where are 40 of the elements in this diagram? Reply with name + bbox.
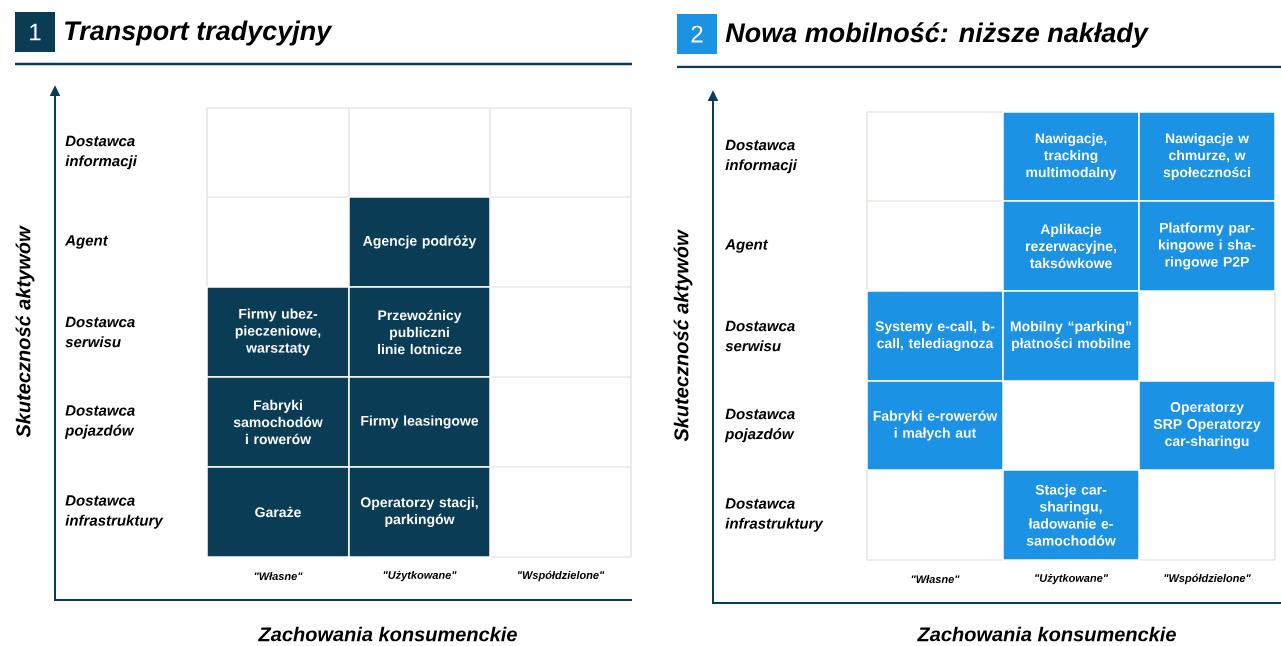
- axis-title: Zachowania konsumenckie: [258, 626, 517, 642]
- row-label: Dostawca informacji: [65, 135, 138, 170]
- axis-title: Skuteczność aktywów: [15, 225, 35, 438]
- matrix-cell: Mobilny “parking” płatności mobilne: [1002, 290, 1140, 382]
- matrix-cell: Platformy par- kingowe i sha- ringowe P2P: [1138, 200, 1276, 292]
- matrix-cell: Operatorzy SRP Operatorzy car-sharingu: [1138, 380, 1276, 471]
- matrix-cell: Fabryki samochodów i rowerów: [206, 376, 350, 468]
- row-label: Agent: [64, 235, 109, 249]
- column-label: "Użytkowane": [1035, 573, 1109, 585]
- matrix-cell: Operatorzy stacji, parkingów: [348, 466, 491, 558]
- matrix-cell: Aplikacje rezerwacyjne, taksówkowe: [1002, 200, 1140, 292]
- matrix-cell: Garaże: [206, 466, 350, 558]
- number-badge: 1: [15, 12, 55, 52]
- row-label: Dostawca infrastruktury: [65, 495, 164, 529]
- matrix-cell: Systemy e-call, b-call, telediagnoza: [866, 290, 1004, 382]
- row-label: Dostawca serwisu: [65, 316, 135, 348]
- number-badge: 2: [677, 14, 717, 54]
- matrix-cell: Firmy ubez- pieczeniowe, warsztaty: [206, 286, 350, 378]
- column-label: "Własne": [911, 574, 960, 584]
- row-label: Dostawca informacji: [725, 139, 798, 174]
- matrix-cell: Fabryki e-rowerów i małych aut: [866, 380, 1004, 471]
- panel-title: Nowa mobilność: niższe nakłady: [725, 22, 1149, 48]
- matrix-cell: Agencje podróży: [348, 196, 491, 288]
- column-label: "Współdzielone": [517, 570, 605, 582]
- column-label: "Współdzielone": [1164, 573, 1251, 585]
- column-label: "Własne": [254, 571, 303, 581]
- row-label: Dostawca infrastruktury: [725, 498, 824, 532]
- matrix-cell: Nawigacje, tracking multimodalny: [1002, 111, 1140, 202]
- row-label: Dostawca pojazdów: [724, 408, 795, 443]
- axis-title: Zachowania konsumenckie: [917, 626, 1176, 642]
- matrix-cell: Przewoźnicy publiczni linie lotnicze: [348, 286, 491, 378]
- matrix-cell: Nawigacje w chmurze, w społeczności: [1138, 111, 1276, 202]
- column-label: "Użytkowane": [383, 570, 457, 582]
- matrix-cell: Firmy leasingowe: [348, 376, 491, 468]
- axis-title: Skuteczność aktywów: [673, 229, 693, 442]
- row-label: Agent: [724, 239, 769, 253]
- panel-title: Transport tradycyjny: [65, 20, 333, 46]
- row-label: Dostawca serwisu: [725, 320, 795, 352]
- row-label: Dostawca pojazdów: [64, 405, 135, 439]
- matrix-cell: Stacje car- sharingu, ładowanie e-samochodów: [1002, 469, 1140, 561]
